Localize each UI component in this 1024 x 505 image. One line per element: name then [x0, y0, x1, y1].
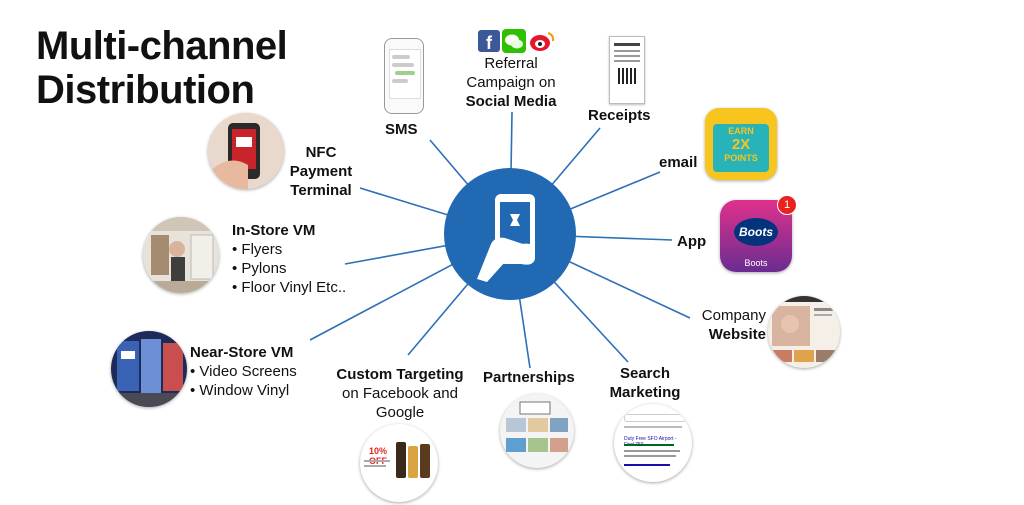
website-thumbnail [768, 296, 840, 368]
custom-label-line-3: Google [375, 404, 425, 421]
search-ad-text: Duty Free SFO Airport - Find 750 [624, 436, 677, 448]
hand-phone-icon [477, 194, 535, 282]
website-label-line-1: Company [701, 307, 766, 324]
facebook-icon: f [478, 30, 500, 57]
social-label-line-1: Referral [484, 55, 538, 72]
list-item: Pylons [232, 259, 346, 278]
boots-logo: Boots [734, 218, 778, 246]
in-store-list: Flyers Pylons Floor Vinyl Etc.. [232, 240, 346, 297]
custom-label-line-1: Custom Targeting [336, 366, 464, 383]
search-label-line-1: Search [619, 365, 671, 382]
receipts-label: Receipts [588, 107, 651, 124]
nfc-label: NFC Payment Terminal [284, 143, 358, 200]
email-badge-text: EARN 2X POINTS [713, 126, 769, 164]
near-store-list: Video Screens Window Vinyl [190, 362, 297, 400]
receipt-image [609, 36, 645, 104]
near-store-title: Near-Store VM [190, 344, 294, 361]
sms-phone-image [384, 38, 424, 114]
custom-targeting-thumbnail: 10% OFF [360, 424, 438, 502]
title-line-2: Distribution [36, 68, 255, 112]
custom-targeting-label: Custom Targeting on Facebook and Google [330, 365, 470, 422]
nfc-label-line-3: Terminal [290, 182, 352, 199]
social-label-line-2: Campaign on [466, 74, 556, 91]
app-label: App [677, 233, 707, 250]
boots-app-name: Boots [744, 258, 768, 268]
search-thumbnail: Duty Free SFO Airport - Find 750 [614, 404, 692, 482]
email-label: email [659, 154, 698, 171]
in-store-thumbnail [143, 217, 219, 293]
page-title: Multi-channel Distribution [36, 24, 288, 112]
social-label: Referral Campaign on Social Media [455, 54, 567, 111]
list-item: Floor Vinyl Etc.. [232, 278, 346, 297]
nfc-label-line-2: Payment [289, 163, 353, 180]
near-store-block: Near-Store VM Video Screens Window Vinyl [190, 343, 297, 400]
notification-badge: 1 [777, 195, 797, 215]
in-store-title: In-Store VM [232, 222, 316, 239]
social-label-line-3: Social Media [465, 93, 557, 110]
nfc-thumbnail [208, 113, 284, 189]
sms-label: SMS [385, 121, 418, 138]
list-item: Video Screens [190, 362, 296, 381]
email-badge-line-3: POINTS [724, 153, 758, 163]
search-label: Search Marketing [601, 364, 689, 402]
svg-text:f: f [486, 33, 493, 52]
website-label-line-2: Website [708, 326, 766, 343]
list-item: Window Vinyl [190, 381, 297, 400]
custom-label-line-2: on Facebook and [342, 385, 458, 402]
email-thumbnail: EARN 2X POINTS [705, 108, 777, 180]
partnerships-label: Partnerships [483, 369, 575, 386]
in-store-block: In-Store VM Flyers Pylons Floor Vinyl Et… [232, 221, 346, 297]
email-badge-line-1: EARN [728, 126, 754, 136]
custom-ad-text: 10% OFF [368, 446, 387, 466]
near-store-thumbnail [111, 331, 187, 407]
website-label: Company Website [682, 306, 766, 344]
hub-circle [444, 168, 576, 300]
search-label-line-2: Marketing [609, 384, 681, 401]
wechat-icon [502, 29, 526, 58]
list-item: Flyers [232, 240, 346, 259]
email-badge-line-2: 2X [731, 136, 751, 153]
nfc-label-line-1: NFC [305, 144, 337, 161]
boots-app-icon[interactable]: Boots Boots 1 [720, 195, 797, 272]
title-line-1: Multi-channel [36, 24, 288, 68]
partnerships-thumbnail [500, 394, 574, 468]
weibo-icon [528, 29, 556, 58]
